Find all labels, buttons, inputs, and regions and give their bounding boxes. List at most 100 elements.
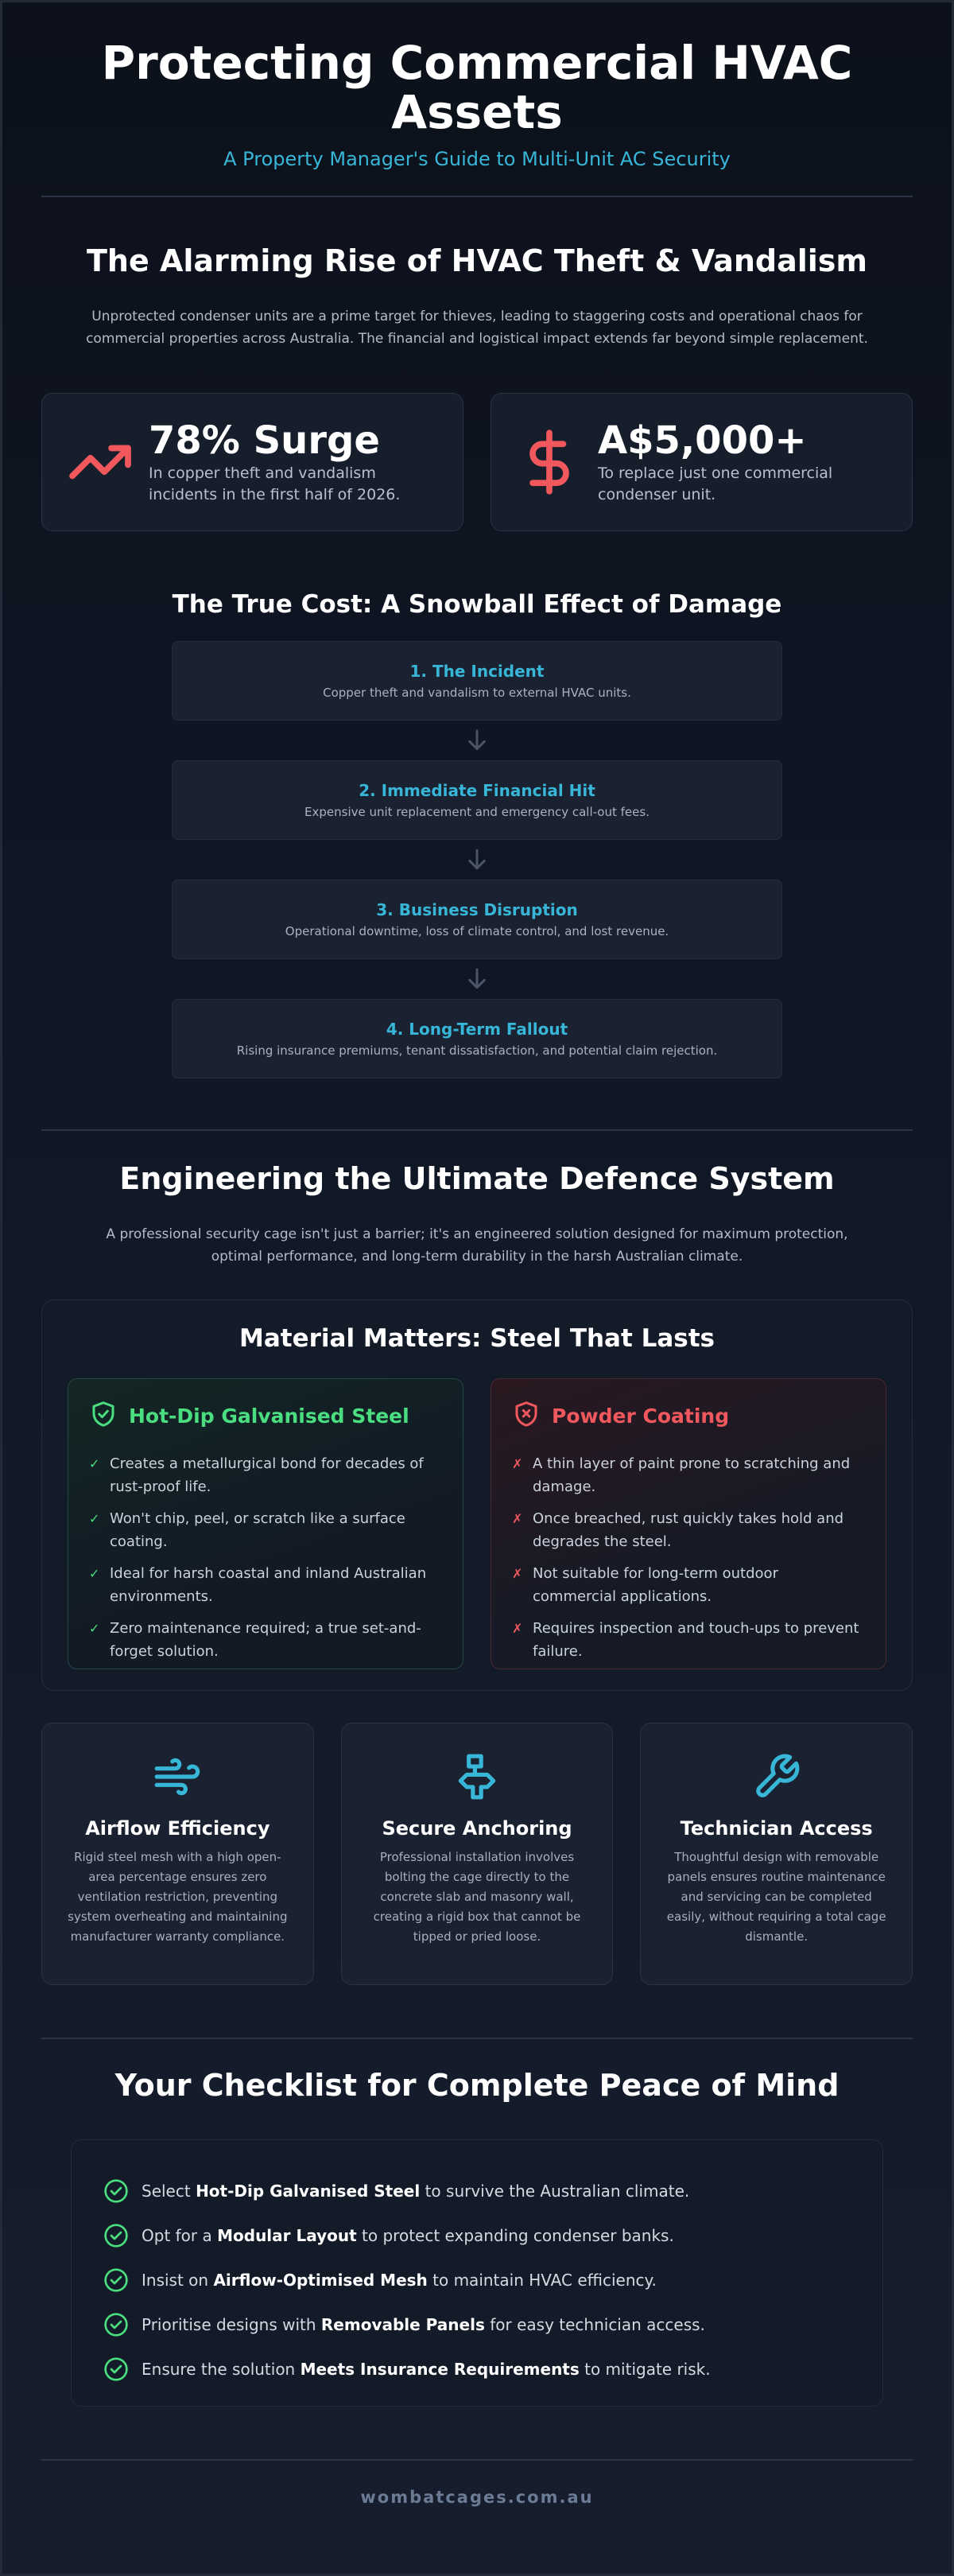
defence-section-lead: A professional security cage isn't just … xyxy=(106,1226,848,1265)
checklist-text-post: for easy technician access. xyxy=(484,2315,705,2334)
list-item-text: Creates a metallurgical bond for decades… xyxy=(110,1455,424,1495)
checkmark-icon: ✓ xyxy=(89,1566,100,1581)
stat-description: To replace just one commercial condenser… xyxy=(598,464,833,503)
checklist-text-post: to survive the Australian climate. xyxy=(420,2182,690,2201)
defence-section-title: Engineering the Ultimate Defence System xyxy=(119,1161,835,1196)
checklist-text: Insist on Airflow-Optimised Mesh to main… xyxy=(142,2271,657,2290)
divider xyxy=(41,196,913,197)
wind-icon xyxy=(63,1752,293,1801)
checklist-text-pre: Ensure the solution xyxy=(142,2360,301,2379)
snowball-flow: 1. The Incident Copper theft and vandali… xyxy=(172,641,782,1078)
checkmark-icon: ✓ xyxy=(89,1511,100,1526)
footer-site-link[interactable]: wombatcages.com.au xyxy=(360,2488,594,2507)
cross-icon: ✗ xyxy=(512,1456,523,1471)
stat-description: In copper theft and vandalism incidents … xyxy=(149,464,401,503)
material-card-galvanised: Hot-Dip Galvanised Steel ✓ Creates a meta… xyxy=(68,1378,463,1669)
check-circle-icon xyxy=(104,2224,128,2248)
material-card-header: Powder Coating xyxy=(512,1400,865,1432)
flow-step: 2. Immediate Financial Hit Expensive uni… xyxy=(172,760,782,840)
check-circle-icon xyxy=(104,2268,128,2292)
theft-section-lead: Unprotected condenser units are a prime … xyxy=(86,309,868,347)
list-item: ✗Requires inspection and touch-ups to pr… xyxy=(512,1617,865,1663)
checklist-text: Opt for a Modular Layout to protect expa… xyxy=(142,2226,674,2245)
checklist-item: Ensure the solution Meets Insurance Requ… xyxy=(103,2347,851,2391)
list-item: ✗Not suitable for long-term outdoor comm… xyxy=(512,1562,865,1608)
divider xyxy=(41,2459,913,2461)
theft-section-title: The Alarming Rise of HVAC Theft & Vandal… xyxy=(86,243,867,278)
page-subtitle: A Property Manager's Guide to Multi-Unit… xyxy=(223,148,731,170)
materials-panel: Material Matters: Steel That Lasts Hot-D… xyxy=(41,1300,913,1691)
checklist-text-pre: Insist on xyxy=(142,2271,214,2290)
arrow-down-icon xyxy=(172,959,782,999)
checklist-text-pre: Select xyxy=(142,2182,196,2201)
list-item: ✓ Won't chip, peel, or scratch like a sur… xyxy=(89,1507,442,1553)
divider xyxy=(41,2038,913,2039)
step-title: 1. The Incident xyxy=(409,662,545,681)
divider xyxy=(41,1129,913,1131)
anchor-bolt-icon xyxy=(363,1752,592,1801)
step-description: Rising insurance premiums, tenant dissat… xyxy=(236,1043,718,1058)
checklist-text-bold: Modular Layout xyxy=(217,2226,357,2245)
checklist-text-bold: Airflow-Optimised Mesh xyxy=(213,2271,428,2290)
step-title: 2. Immediate Financial Hit xyxy=(359,781,595,800)
flow-step: 4. Long-Term Fallout Rising insurance pr… xyxy=(172,999,782,1078)
checklist-item: Prioritise designs with Removable Panels… xyxy=(103,2302,851,2347)
list-item-text: Requires inspection and touch-ups to pre… xyxy=(533,1620,859,1660)
checklist-text-pre: Prioritise designs with xyxy=(142,2315,321,2334)
materials-title: Material Matters: Steel That Lasts xyxy=(239,1324,715,1353)
checklist-item: Opt for a Modular Layout to protect expa… xyxy=(103,2213,851,2258)
list-item: ✗Once breached, rust quickly takes hold … xyxy=(512,1507,865,1553)
step-title: 3. Business Disruption xyxy=(376,900,578,919)
cross-icon: ✗ xyxy=(512,1511,523,1526)
features-row: Airflow Efficiency Rigid steel mesh with… xyxy=(41,1723,913,1985)
flow-step: 1. The Incident Copper theft and vandali… xyxy=(172,641,782,721)
stat-card-cost: A$5,000+ To replace just one commercial … xyxy=(491,393,913,531)
feature-title: Airflow Efficiency xyxy=(85,1817,270,1840)
shield-check-icon xyxy=(89,1400,118,1432)
materials-grid: Hot-Dip Galvanised Steel ✓ Creates a meta… xyxy=(68,1378,886,1669)
dollar-icon xyxy=(515,428,584,496)
list-item: ✓ Zero maintenance required; a true set-a… xyxy=(89,1617,442,1663)
checklist-title: Your Checklist for Complete Peace of Min… xyxy=(114,2068,840,2103)
step-description: Copper theft and vandalism to external H… xyxy=(323,686,631,700)
checklist-text-bold: Hot-Dip Galvanised Steel xyxy=(196,2182,421,2201)
checklist-text-post: to protect expanding condenser banks. xyxy=(356,2226,674,2245)
stat-text: 78% Surge In copper theft and vandalism … xyxy=(149,418,439,506)
checkmark-icon: ✓ xyxy=(89,1621,100,1636)
step-description: Expensive unit replacement and emergency… xyxy=(304,805,650,819)
list-item-text: A thin layer of paint prone to scratchin… xyxy=(533,1455,851,1495)
material-card-header: Hot-Dip Galvanised Steel xyxy=(89,1400,442,1432)
checklist-text: Ensure the solution Meets Insurance Requ… xyxy=(142,2360,711,2379)
checklist-text: Select Hot-Dip Galvanised Steel to survi… xyxy=(142,2182,689,2201)
checklist-item: Select Hot-Dip Galvanised Steel to survi… xyxy=(103,2169,851,2213)
stat-value: 78% Surge xyxy=(149,418,380,463)
checklist-text-post: to maintain HVAC efficiency. xyxy=(427,2271,657,2290)
checklist-text: Prioritise designs with Removable Panels… xyxy=(142,2315,705,2334)
list-item: ✓ Ideal for harsh coastal and inland Aust… xyxy=(89,1562,442,1608)
material-pros-list: ✓ Creates a metallurgical bond for decade… xyxy=(89,1452,442,1663)
checkmark-icon: ✓ xyxy=(89,1456,100,1471)
page-title: Protecting Commercial HVAC Assets xyxy=(101,36,853,139)
step-description: Operational downtime, loss of climate co… xyxy=(285,924,669,938)
material-cons-list: ✗ A thin layer of paint prone to scratchi… xyxy=(512,1452,865,1663)
feature-description: Rigid steel mesh with a high open-area p… xyxy=(68,1850,288,1944)
list-item-text: Ideal for harsh coastal and inland Austr… xyxy=(110,1565,427,1605)
feature-title: Technician Access xyxy=(680,1817,873,1840)
list-item: ✗ A thin layer of paint prone to scratchi… xyxy=(512,1452,865,1498)
arrow-down-icon xyxy=(172,840,782,880)
wrench-icon xyxy=(661,1752,891,1801)
list-item-text: Not suitable for long-term outdoor comme… xyxy=(533,1565,778,1605)
stats-row: 78% Surge In copper theft and vandalism … xyxy=(41,393,913,531)
feature-card-airflow: Airflow Efficiency Rigid steel mesh with… xyxy=(41,1723,314,1985)
stat-card-surge: 78% Surge In copper theft and vandalism … xyxy=(41,393,463,531)
shield-x-icon xyxy=(512,1400,541,1432)
list-item: ✓ Creates a metallurgical bond for decade… xyxy=(89,1452,442,1498)
list-item-text: Zero maintenance required; a true set-an… xyxy=(110,1620,421,1660)
checklist-text-bold: Removable Panels xyxy=(320,2315,485,2334)
feature-description: Professional installation involves bolti… xyxy=(373,1850,581,1944)
list-item-text: Won't chip, peel, or scratch like a surf… xyxy=(110,1510,405,1550)
checklist-text-bold: Meets Insurance Requirements xyxy=(300,2360,580,2379)
trend-up-icon xyxy=(66,428,134,496)
